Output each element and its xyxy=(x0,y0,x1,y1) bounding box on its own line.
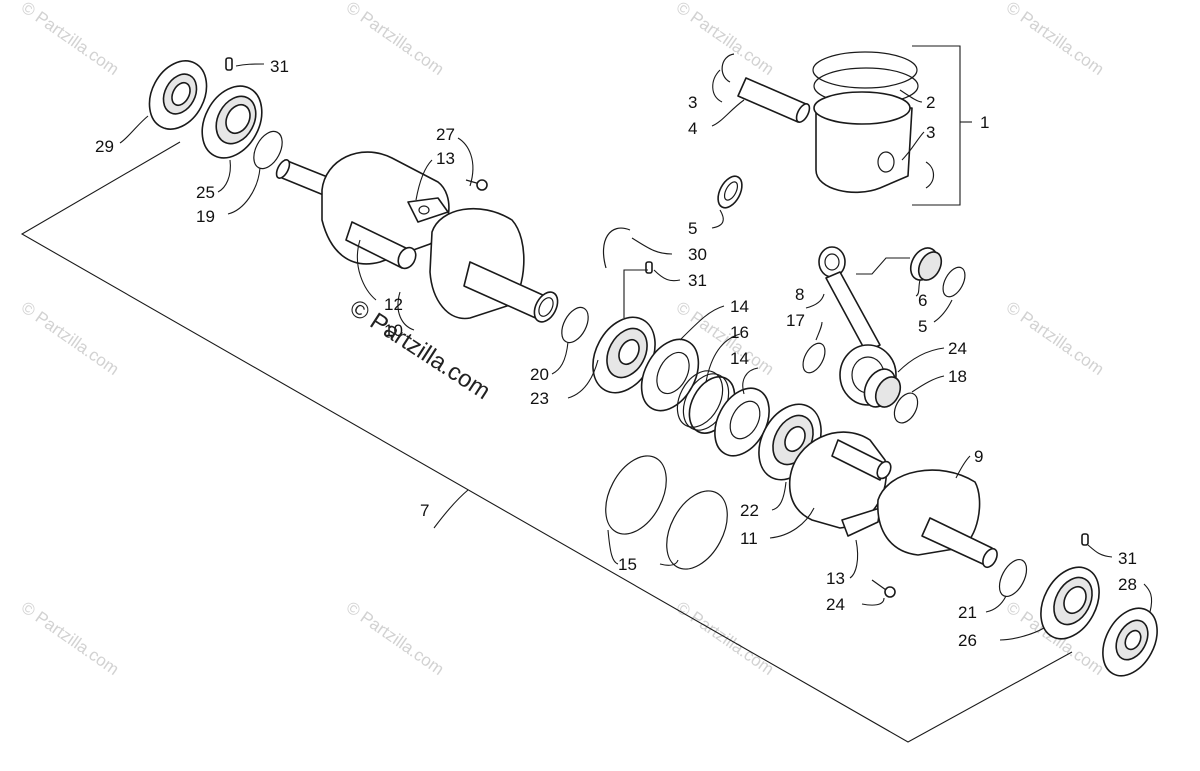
callout-29: 29 xyxy=(95,137,114,156)
watermark: © Partzilla.com xyxy=(18,298,123,379)
callout-10: 10 xyxy=(384,321,403,340)
woodruff-key-left xyxy=(407,197,449,223)
callout-20: 20 xyxy=(530,365,549,384)
dowel-pin-top-left xyxy=(225,57,233,71)
dowel-pin-center xyxy=(645,261,653,274)
crankshaft-half-right-11 xyxy=(788,431,892,529)
watermark: © Partzilla.com xyxy=(343,0,448,79)
retaining-ring-21 xyxy=(998,559,1028,597)
callout-19: 19 xyxy=(196,207,215,226)
callout-28: 28 xyxy=(1118,575,1137,594)
callout-3: 3 xyxy=(688,93,697,112)
callout-labels: 31 29 25 19 27 13 12 10 3 4 2 1 3 5 30 3… xyxy=(95,57,1137,650)
watermark: © Partzilla.com xyxy=(673,0,778,79)
watermark: © Partzilla.com xyxy=(1003,0,1108,79)
thrust-washer-5-top xyxy=(717,175,743,209)
callout-13: 13 xyxy=(826,569,845,588)
oil-seal-left xyxy=(148,60,208,130)
circlip-right xyxy=(925,161,935,189)
callout-18: 18 xyxy=(948,367,967,386)
screw-bottom xyxy=(871,579,896,598)
callout-6: 6 xyxy=(918,291,927,310)
thrust-washer-5-right xyxy=(942,266,966,298)
needle-bearing-24 xyxy=(863,368,902,408)
assembly-bracket-1 xyxy=(912,45,972,206)
callout-9: 9 xyxy=(974,447,983,466)
watermark: © Partzilla.com xyxy=(343,598,448,679)
circlip-left xyxy=(721,53,735,83)
washer-17 xyxy=(802,342,826,374)
callout-14: 14 xyxy=(730,349,749,368)
watermark: © Partzilla.com xyxy=(1003,298,1108,379)
dowel-pin-right xyxy=(1081,533,1089,546)
retaining-ring-left xyxy=(253,130,283,170)
callout-15: 15 xyxy=(618,555,637,574)
callout-30: 30 xyxy=(688,245,707,264)
main-bearing-right-26 xyxy=(1040,566,1100,640)
callout-12: 12 xyxy=(384,295,403,314)
callout-8: 8 xyxy=(795,285,804,304)
callout-17: 17 xyxy=(786,311,805,330)
callout-31: 31 xyxy=(270,57,289,76)
watermark: © Partzilla.com xyxy=(18,0,123,79)
callout-22: 22 xyxy=(740,501,759,520)
callout-23: 23 xyxy=(530,389,549,408)
assembly-bracket-7 xyxy=(20,141,1073,743)
callout-27: 27 xyxy=(436,125,455,144)
watermark: © Partzilla.com xyxy=(673,598,778,679)
watermark: © Partzilla.com xyxy=(18,598,123,679)
callout-31: 31 xyxy=(688,271,707,290)
callout-13: 13 xyxy=(436,149,455,168)
screw-top xyxy=(465,179,488,191)
callout-5: 5 xyxy=(918,317,927,336)
callout-31: 31 xyxy=(1118,549,1137,568)
callout-5: 5 xyxy=(688,219,697,238)
callout-24: 24 xyxy=(948,339,967,358)
oil-seal-right-28 xyxy=(1102,607,1158,677)
crankshaft-half-right-9 xyxy=(877,469,998,569)
callout-26: 26 xyxy=(958,631,977,650)
retaining-ring-20 xyxy=(561,306,589,344)
callout-16: 16 xyxy=(730,323,749,342)
piston xyxy=(813,91,913,194)
callout-4: 4 xyxy=(688,119,697,138)
callout-14: 14 xyxy=(730,297,749,316)
main-bearing-left xyxy=(201,85,263,159)
callout-3: 3 xyxy=(926,123,935,142)
main-bearing-center-23 xyxy=(592,316,656,394)
callout-25: 25 xyxy=(196,183,215,202)
washer-18 xyxy=(893,392,919,424)
crankshaft-half-left xyxy=(275,151,559,323)
callout-11: 11 xyxy=(740,529,758,548)
callout-7: 7 xyxy=(420,501,429,520)
retaining-rings-15 xyxy=(605,455,728,570)
snap-ring-30 xyxy=(602,227,631,269)
callout-1: 1 xyxy=(980,113,989,132)
woodruff-key-right xyxy=(841,507,881,537)
needle-bearing-6 xyxy=(909,247,943,281)
callout-24: 24 xyxy=(826,595,845,614)
wrist-pin xyxy=(737,77,811,123)
callout-2: 2 xyxy=(926,93,935,112)
callout-21: 21 xyxy=(958,603,977,622)
leader-lines xyxy=(119,63,1153,641)
